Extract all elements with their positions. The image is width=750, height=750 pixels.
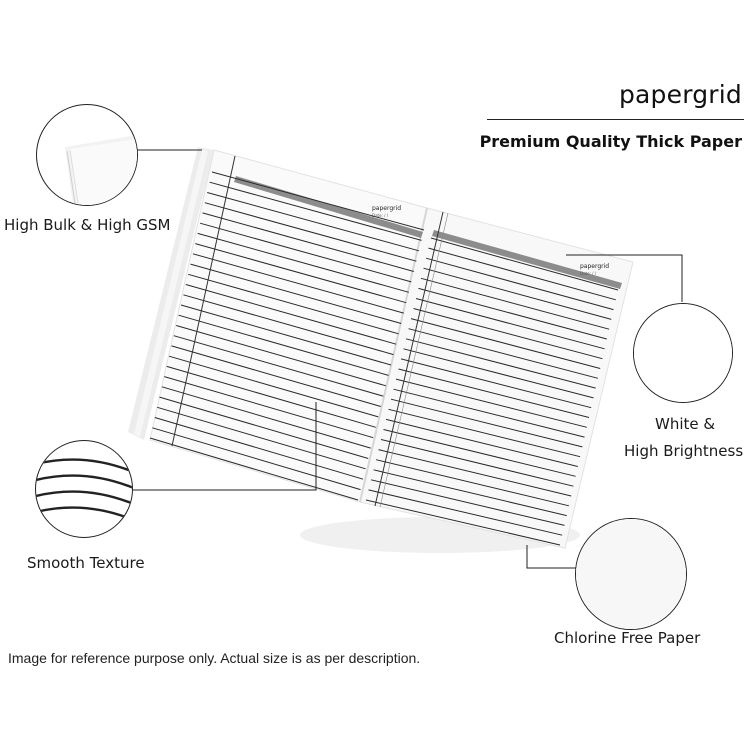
connector-white: [566, 254, 683, 302]
paper-stack-icon: [65, 135, 137, 205]
ruled-line: [204, 202, 417, 262]
left-page-date: Date: / /: [372, 213, 389, 218]
ruled-lines-icon: [36, 458, 132, 521]
right-page-date: Date: / /: [580, 271, 597, 276]
ruled-line: [157, 406, 366, 470]
ruled-line: [400, 358, 592, 409]
ruled-line: [368, 489, 563, 536]
white-feature-circle: [633, 303, 733, 403]
ruled-line: [185, 284, 397, 345]
ruled-line: [370, 479, 565, 526]
ruled-line: [202, 212, 414, 272]
ruled-line: [418, 287, 607, 340]
blank-white-icon: [634, 304, 732, 402]
bulk-feature-circle: [36, 104, 138, 206]
connector-chlorine: [526, 545, 576, 569]
ruled-line: [393, 388, 585, 438]
ruled-line: [178, 314, 389, 376]
ruled-line: [171, 345, 381, 407]
paper-corner-icon: [576, 519, 686, 629]
texture-feature-label: Smooth Texture: [27, 554, 145, 572]
ruled-line: [413, 308, 603, 360]
ruled-line: [168, 355, 379, 418]
right-header-band: [432, 230, 622, 289]
ruled-line: [415, 298, 605, 350]
white-feature-label-line1: White &: [655, 415, 716, 433]
ruled-line: [405, 338, 596, 389]
tagline: Premium Quality Thick Paper: [479, 132, 742, 151]
ruled-line: [395, 378, 587, 428]
ruled-line: [195, 243, 407, 304]
ruled-line: [176, 325, 387, 387]
ruled-line: [378, 449, 572, 497]
right-ruled-lines: [365, 237, 619, 546]
left-page-logo: papergrid: [372, 205, 401, 212]
ruled-line: [420, 277, 610, 330]
ruled-line: [161, 386, 371, 449]
brand-logo-text: papergrid: [618, 80, 742, 109]
ruled-line: [188, 273, 399, 335]
brand-divider: [487, 119, 744, 120]
ruled-line: [398, 368, 590, 418]
ruled-line: [365, 499, 561, 546]
left-margin-line: [171, 155, 236, 447]
ruled-line: [154, 417, 364, 480]
left-ruled-lines: [149, 171, 425, 501]
ruled-line: [388, 408, 581, 458]
disclaimer-text: Image for reference purpose only. Actual…: [8, 650, 421, 666]
ruled-line: [199, 222, 412, 283]
chlorine-feature-label: Chlorine Free Paper: [554, 629, 701, 647]
ruled-line: [149, 437, 359, 501]
ruled-line: [373, 469, 567, 517]
ruled-line: [192, 253, 404, 314]
ruled-line: [408, 328, 599, 379]
ruled-line: [403, 348, 594, 399]
ruled-line: [209, 181, 422, 241]
ruled-line: [152, 427, 361, 491]
ruled-line: [207, 192, 420, 252]
texture-feature-circle: [35, 440, 133, 538]
ruled-line: [180, 304, 392, 366]
ruled-line: [190, 263, 402, 324]
ruled-line: [166, 365, 376, 428]
ruled-line: [428, 247, 616, 301]
ruled-line: [423, 267, 612, 320]
ruled-line: [383, 429, 576, 477]
ruled-line: [385, 418, 578, 467]
ruled-line: [173, 335, 384, 397]
ruled-line: [430, 237, 619, 291]
ruled-line: [390, 398, 583, 448]
ruled-line: [164, 376, 374, 439]
bulk-feature-label: High Bulk & High GSM: [4, 216, 171, 234]
left-header-band: [234, 176, 423, 238]
right-margin-line: [374, 211, 444, 507]
connector-texture: [127, 402, 317, 491]
ruled-line: [375, 459, 570, 507]
ruled-line: [159, 396, 369, 459]
ruled-line: [197, 232, 409, 293]
ruled-line: [410, 318, 601, 369]
ruled-line: [211, 171, 425, 231]
right-page-logo: papergrid: [580, 263, 609, 270]
chlorine-feature-circle: [575, 518, 687, 630]
ruled-line: [183, 294, 394, 356]
ruled-line: [380, 439, 574, 487]
ruled-line: [425, 257, 614, 311]
white-feature-label-line2: High Brightness: [624, 442, 744, 460]
notebook-spine: [359, 207, 428, 503]
